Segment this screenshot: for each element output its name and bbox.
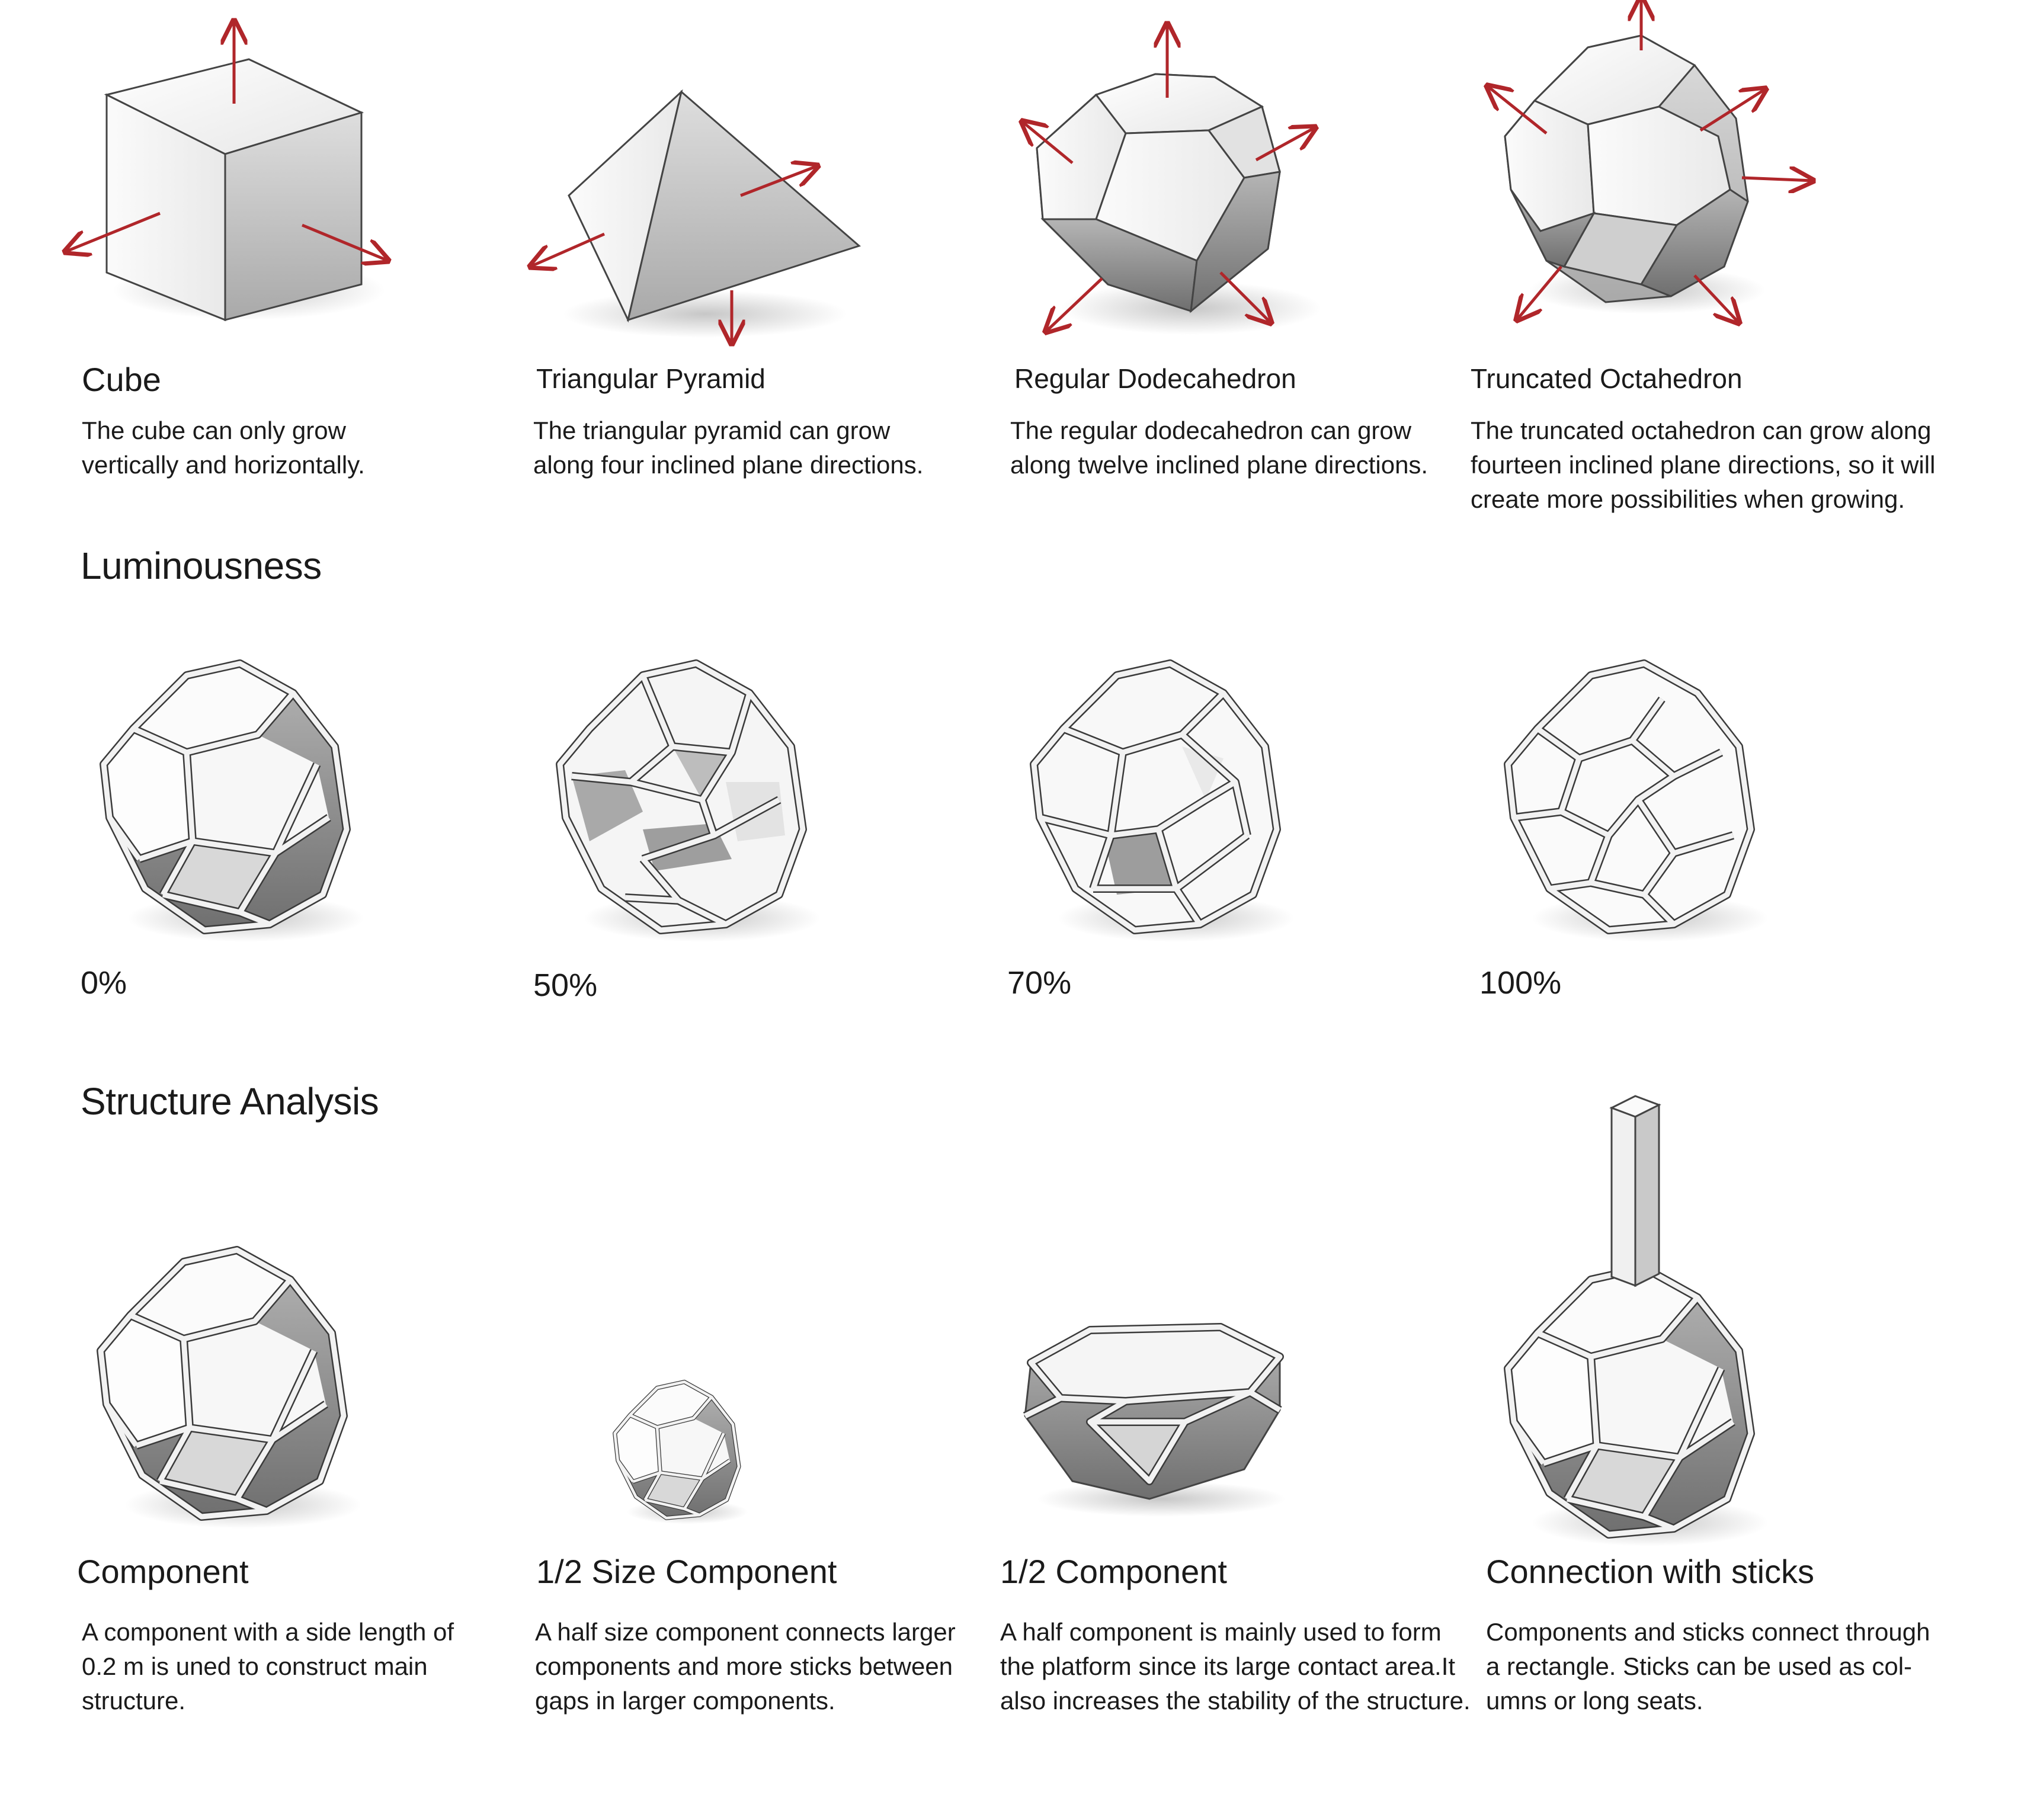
structure-desc-sticks: Components and sticks connect through a … xyxy=(1486,1618,1930,1715)
luminousness-figure-0 xyxy=(95,658,367,954)
structure-figure-component xyxy=(92,1244,370,1540)
shape-desc-truncated-octahedron: The truncated octahedron can grow along … xyxy=(1471,416,1936,513)
structure-label-half-component: 1/2 Component xyxy=(1000,1553,1227,1590)
shape-desc-pyramid: The triangular pyramid can grow along fo… xyxy=(533,416,924,479)
truncated-octahedron-figure xyxy=(1481,0,1849,332)
luminousness-label-0: 0% xyxy=(81,965,127,1001)
luminousness-label-70: 70% xyxy=(1007,965,1072,1001)
luminousness-figure-70 xyxy=(1030,659,1295,942)
shape-label-cube: Cube xyxy=(82,361,161,398)
triangular-pyramid-figure xyxy=(527,89,861,355)
regular-dodecahedron-figure xyxy=(1019,24,1351,344)
luminousness-label-50: 50% xyxy=(533,967,598,1003)
structure-desc-half-component: A half component is mainly used to form … xyxy=(1000,1618,1471,1715)
structure-figure-half-component xyxy=(1023,1323,1286,1517)
structure-desc-half-size: A half size component connects larger co… xyxy=(535,1618,956,1715)
structure-label-component: Component xyxy=(77,1553,249,1590)
cube-figure xyxy=(53,12,409,322)
luminousness-figure-100 xyxy=(1504,659,1769,942)
structure-figure-sticks xyxy=(1499,1095,1777,1540)
shape-desc-dodecahedron: The regular dodecahedron can grow along … xyxy=(1010,416,1429,479)
shape-label-dodecahedron: Regular Dodecahedron xyxy=(1014,363,1296,394)
structure-figure-half-size xyxy=(610,1374,752,1534)
luminousness-label-100: 100% xyxy=(1479,965,1562,1001)
stick xyxy=(1609,1095,1661,1287)
shape-label-truncated-octahedron: Truncated Octahedron xyxy=(1471,363,1743,394)
shape-label-pyramid: Triangular Pyramid xyxy=(536,363,766,394)
luminousness-title: Luminousness xyxy=(81,544,322,587)
luminousness-figure-50 xyxy=(556,659,821,942)
structure-label-sticks: Connection with sticks xyxy=(1486,1553,1815,1590)
structure-title: Structure Analysis xyxy=(81,1080,379,1123)
structure-label-half-size: 1/2 Size Component xyxy=(536,1553,837,1590)
structure-desc-component: A component with a side length of 0.2 m … xyxy=(82,1618,454,1715)
shape-desc-cube: The cube can only grow vertically and ho… xyxy=(82,416,365,479)
